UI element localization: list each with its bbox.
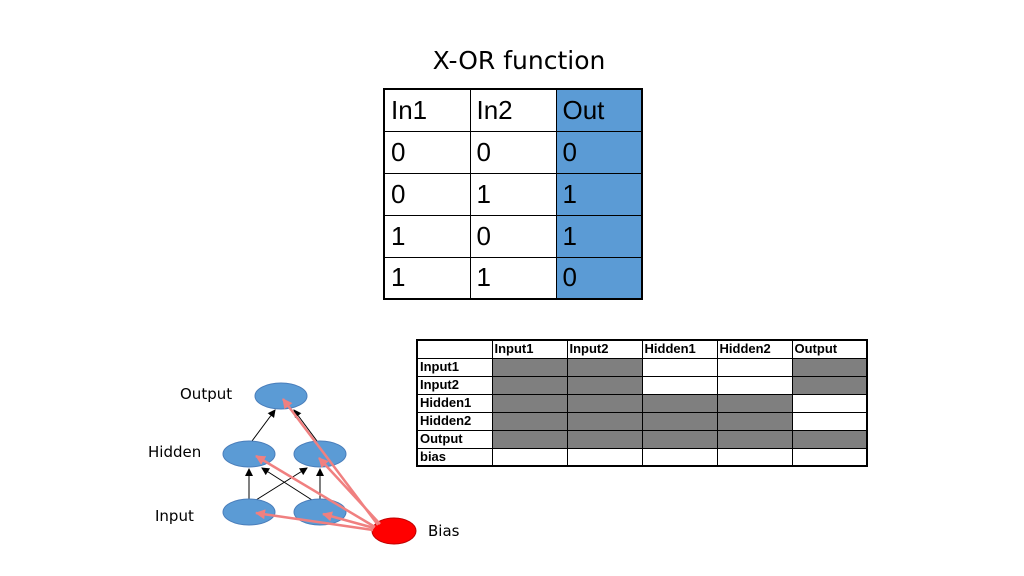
edge-hidden2-output — [293, 409, 318, 442]
conn-cell — [641, 429, 718, 449]
xor-cell-in1: 1 — [383, 214, 471, 258]
xor-row: 1 1 0 — [383, 256, 643, 300]
bias-edge-hidden2 — [318, 457, 381, 525]
conn-cell — [491, 429, 568, 449]
conn-cell — [641, 393, 718, 413]
slide-title: X-OR function — [432, 46, 606, 75]
bias-edge-input2 — [322, 511, 375, 530]
connectivity-matrix: Input1 Input2 Hidden1 Hidden2 Output Inp… — [416, 339, 868, 467]
xor-cell-in2: 0 — [469, 214, 557, 258]
output-layer-label: Output — [180, 385, 232, 403]
xor-row: 0 0 0 — [383, 130, 643, 174]
xor-cell-in1: 1 — [383, 256, 471, 300]
bias-label: Bias — [428, 522, 460, 540]
conn-row-label: Input2 — [416, 375, 493, 395]
conn-cell — [791, 429, 868, 449]
conn-cell — [791, 357, 868, 377]
input-layer-label: Input — [155, 507, 194, 525]
conn-cell — [491, 411, 568, 431]
hidden-neuron-2 — [293, 440, 347, 468]
conn-cell — [641, 411, 718, 431]
conn-row: Output — [416, 429, 868, 449]
xor-cell-in2: 1 — [469, 172, 557, 216]
conn-cell — [566, 429, 643, 449]
conn-row-label: Hidden2 — [416, 411, 493, 431]
conn-cell — [791, 447, 868, 467]
conn-row-label: Output — [416, 429, 493, 449]
conn-row: bias — [416, 447, 868, 467]
edge-hidden1-output — [251, 409, 276, 442]
conn-col-header: Hidden1 — [641, 339, 718, 359]
conn-cell — [791, 375, 868, 395]
xor-cell-in2: 1 — [469, 256, 557, 300]
bias-edge-hidden1 — [255, 454, 376, 529]
xor-truth-table: In1 In2 Out 0 0 0 0 1 1 1 0 1 1 1 0 — [383, 88, 643, 300]
xor-cell-out: 1 — [555, 172, 643, 216]
xor-cell-in2: 0 — [469, 130, 557, 174]
conn-cell — [716, 429, 793, 449]
edge-input1-hidden2 — [255, 467, 308, 501]
edge-input2-hidden1 — [261, 467, 313, 501]
bias-edge-input1 — [255, 509, 374, 532]
conn-cell — [716, 393, 793, 413]
xor-row: 0 1 1 — [383, 172, 643, 216]
conn-row: Hidden2 — [416, 411, 868, 431]
xor-cell-out: 1 — [555, 214, 643, 258]
conn-cell — [716, 411, 793, 431]
output-neuron — [254, 382, 308, 410]
xor-row: 1 0 1 — [383, 214, 643, 258]
conn-row: Input1 — [416, 357, 868, 377]
xor-cell-in1: 0 — [383, 172, 471, 216]
input-neuron-1 — [222, 498, 276, 526]
xor-cell-out: 0 — [555, 130, 643, 174]
xor-cell-out: 0 — [555, 256, 643, 300]
hidden-layer-label: Hidden — [148, 443, 201, 461]
conn-row-label: bias — [416, 447, 493, 467]
